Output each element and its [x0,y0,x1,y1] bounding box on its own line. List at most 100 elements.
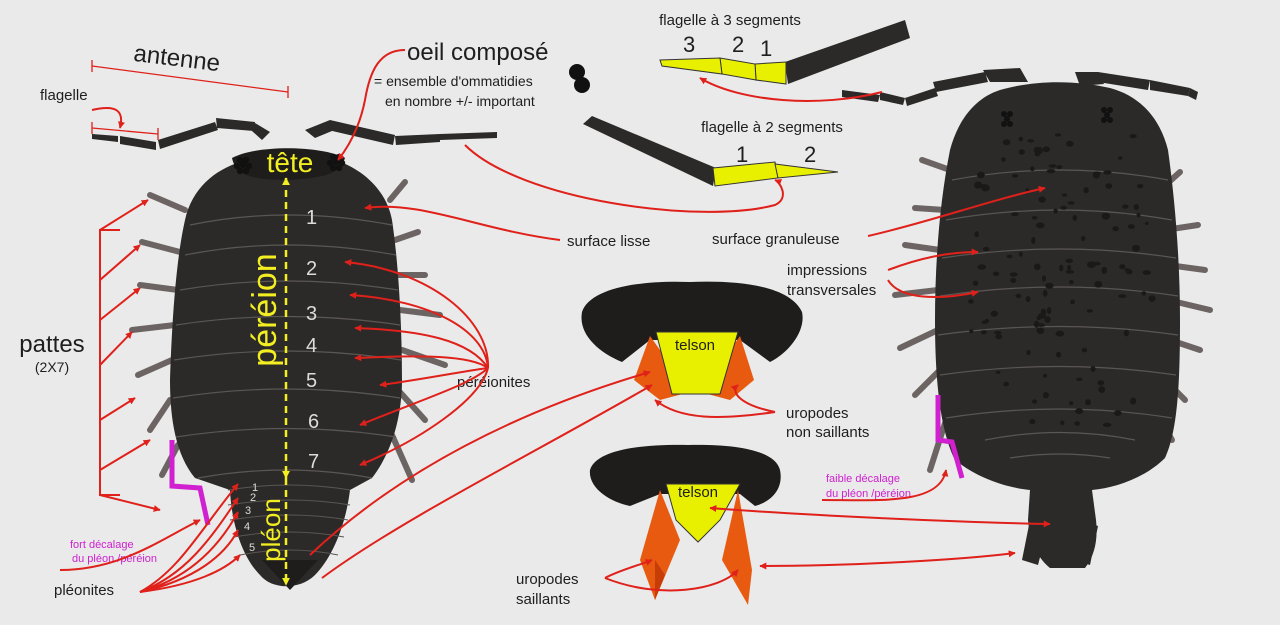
flagellum3-numbers: 3 2 1 [683,32,772,61]
telson-label-bottom: telson [678,484,718,501]
granule [1012,174,1019,178]
granule [1042,392,1049,399]
pleonite-number: 3 [245,505,251,517]
weak-offset-label-2: du pléon /péréion [826,488,911,500]
pereionite-number: 6 [308,411,319,433]
granule [1142,270,1152,275]
granule [1103,170,1112,175]
granule [990,310,998,317]
weak-offset-label-1: faible décalage [826,473,900,485]
granule [1042,373,1048,378]
granule [1065,270,1075,274]
granule [1141,291,1147,296]
granule [1042,146,1051,153]
granule [1059,264,1064,272]
granule [1075,377,1083,381]
uropods-non-1: uropodes [786,405,849,422]
granule [974,181,983,189]
granule [1118,156,1123,160]
granule [1032,399,1038,404]
granule [1018,149,1025,155]
telson-label-top: telson [675,337,715,354]
legs-label: pattes [19,331,84,358]
flagellum2-drawing [583,116,839,187]
granule [1098,386,1106,393]
antenna-label: antenne [132,40,221,77]
granule [1036,316,1042,320]
granule [1127,224,1135,230]
flagellum2-number: 1 [736,142,748,167]
granule [1060,205,1068,210]
legs-count: (2X7) [35,359,69,375]
granule [1113,410,1122,416]
granule [1083,187,1089,194]
granule [1018,251,1023,257]
flagellum-label: flagelle [40,87,88,104]
antenna-scale [91,60,289,140]
right-eye-right [1101,107,1113,123]
granule [982,246,990,252]
granule [1085,399,1091,406]
weak-offset-marker [935,395,965,479]
pereionite-number: 1 [306,207,317,229]
granule [1037,323,1046,327]
pleonite-numbers: 1 2 3 4 5 [244,482,258,554]
granule [1027,139,1035,143]
granule [980,330,987,335]
granule [1010,277,1017,283]
granule [1101,266,1108,274]
surface-granules [968,133,1156,427]
granular-surface-label: surface granuleuse [712,231,840,248]
granule [1105,183,1113,189]
granule [1046,307,1052,315]
granule [1118,294,1127,298]
ommatidia-note-2: en nombre +/- important [385,93,535,109]
granule [968,299,974,304]
uropods-protruding-1: uropodes [516,571,579,588]
granule [1081,347,1088,353]
granule [1136,212,1141,218]
granule [1123,329,1129,337]
granule [1124,268,1131,272]
pereionite-number: 7 [308,451,319,473]
strong-offset-label-1: fort décalage [70,539,134,551]
granule [972,280,979,286]
pleon-label: pléon [256,498,286,562]
granule [1069,280,1074,285]
granule [1072,214,1078,221]
flagellum2-numbers: 1 2 [736,142,816,167]
granule [1070,299,1075,305]
compound-eye-label: oeil composé [407,39,548,66]
granule [1075,408,1084,415]
pereionite-number: 4 [306,335,317,357]
granule [995,370,1001,374]
granule [1025,296,1031,303]
flagellum3-drawing [659,20,910,85]
granule [1094,280,1103,288]
granule [1015,293,1022,299]
granule [1097,380,1105,386]
granule [1122,204,1129,209]
granule [1002,139,1011,146]
granule [977,264,987,270]
pereion-label: péréion [246,253,284,366]
granule [1067,201,1075,205]
granule [1068,401,1074,406]
granule [1067,264,1072,272]
granule [1066,140,1074,147]
granule [1133,204,1139,211]
granule [1042,275,1046,282]
granule [1144,221,1149,225]
granule [1044,316,1051,323]
granule [977,171,985,179]
pereionite-numbers: 1 2 3 4 5 6 7 [306,207,319,473]
pleonite-number: 5 [249,542,255,554]
granule [981,184,986,188]
granule [1045,282,1054,289]
granule [1102,422,1112,427]
granule [1035,222,1045,229]
head-label: tête [267,147,314,178]
granule [1093,261,1101,266]
